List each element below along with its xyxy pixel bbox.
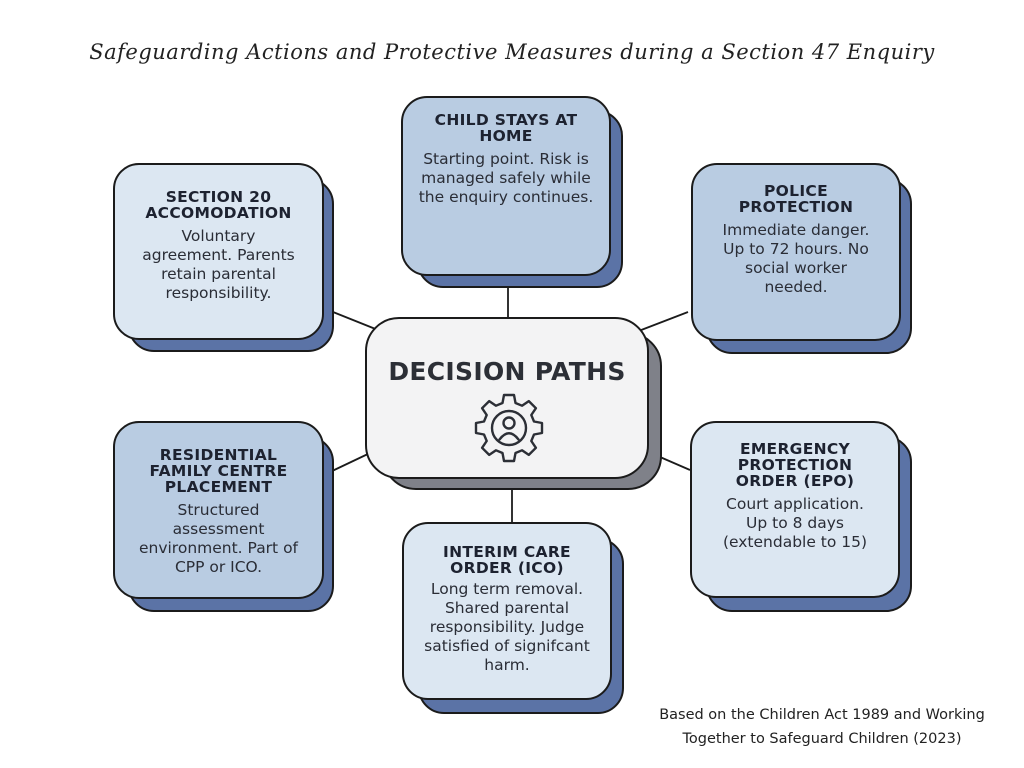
- card-residential-family-centre: RESIDENTIAL FAMILY CENTRE PLACEMENT Stru…: [113, 421, 324, 599]
- card-emergency-protection-order: EMERGENCY PROTECTION ORDER (EPO) Court a…: [690, 421, 900, 598]
- connector-bottom-left: [329, 452, 371, 473]
- card-interim-care-order: INTERIM CARE ORDER (ICO) Long term remov…: [402, 522, 612, 700]
- card-section-20: SECTION 20 ACCOMODATION Voluntary agreem…: [113, 163, 324, 340]
- gear-person-icon: [474, 393, 544, 463]
- connector-top-left: [332, 311, 379, 331]
- diagram-title: Safeguarding Actions and Protective Meas…: [89, 40, 935, 64]
- card-title: SECTION 20 ACCOMODATION: [145, 188, 292, 222]
- card-title: CHILD STAYS AT HOME: [434, 111, 578, 145]
- card-body: Voluntary agreement. Parents retain pare…: [142, 227, 295, 302]
- center-title: DECISION PATHS: [388, 357, 626, 386]
- card-title: INTERIM CARE ORDER (ICO): [443, 543, 571, 577]
- card-child-stays-at-home: CHILD STAYS AT HOME Starting point. Risk…: [401, 96, 611, 276]
- connector-bottom-right: [659, 456, 691, 471]
- card-body: Long term removal. Shared parental respo…: [424, 580, 590, 674]
- card-title: RESIDENTIAL FAMILY CENTRE PLACEMENT: [149, 446, 288, 496]
- card-body: Court application. Up to 8 days (extenda…: [722, 495, 868, 551]
- card-body: Structured assessment environment. Part …: [138, 501, 299, 576]
- footer-source-note: Based on the Children Act 1989 and Worki…: [659, 707, 985, 747]
- center-card: DECISION PATHS: [365, 317, 649, 479]
- card-police-protection: POLICE PROTECTION Immediate danger. Up t…: [691, 163, 901, 341]
- card-title: EMERGENCY PROTECTION ORDER (EPO): [735, 440, 855, 490]
- card-title: POLICE PROTECTION: [738, 182, 854, 216]
- card-body: Starting point. Risk is managed safely w…: [418, 150, 594, 206]
- connector-top-right: [635, 311, 689, 333]
- card-body: Immediate danger. Up to 72 hours. No soc…: [722, 221, 870, 296]
